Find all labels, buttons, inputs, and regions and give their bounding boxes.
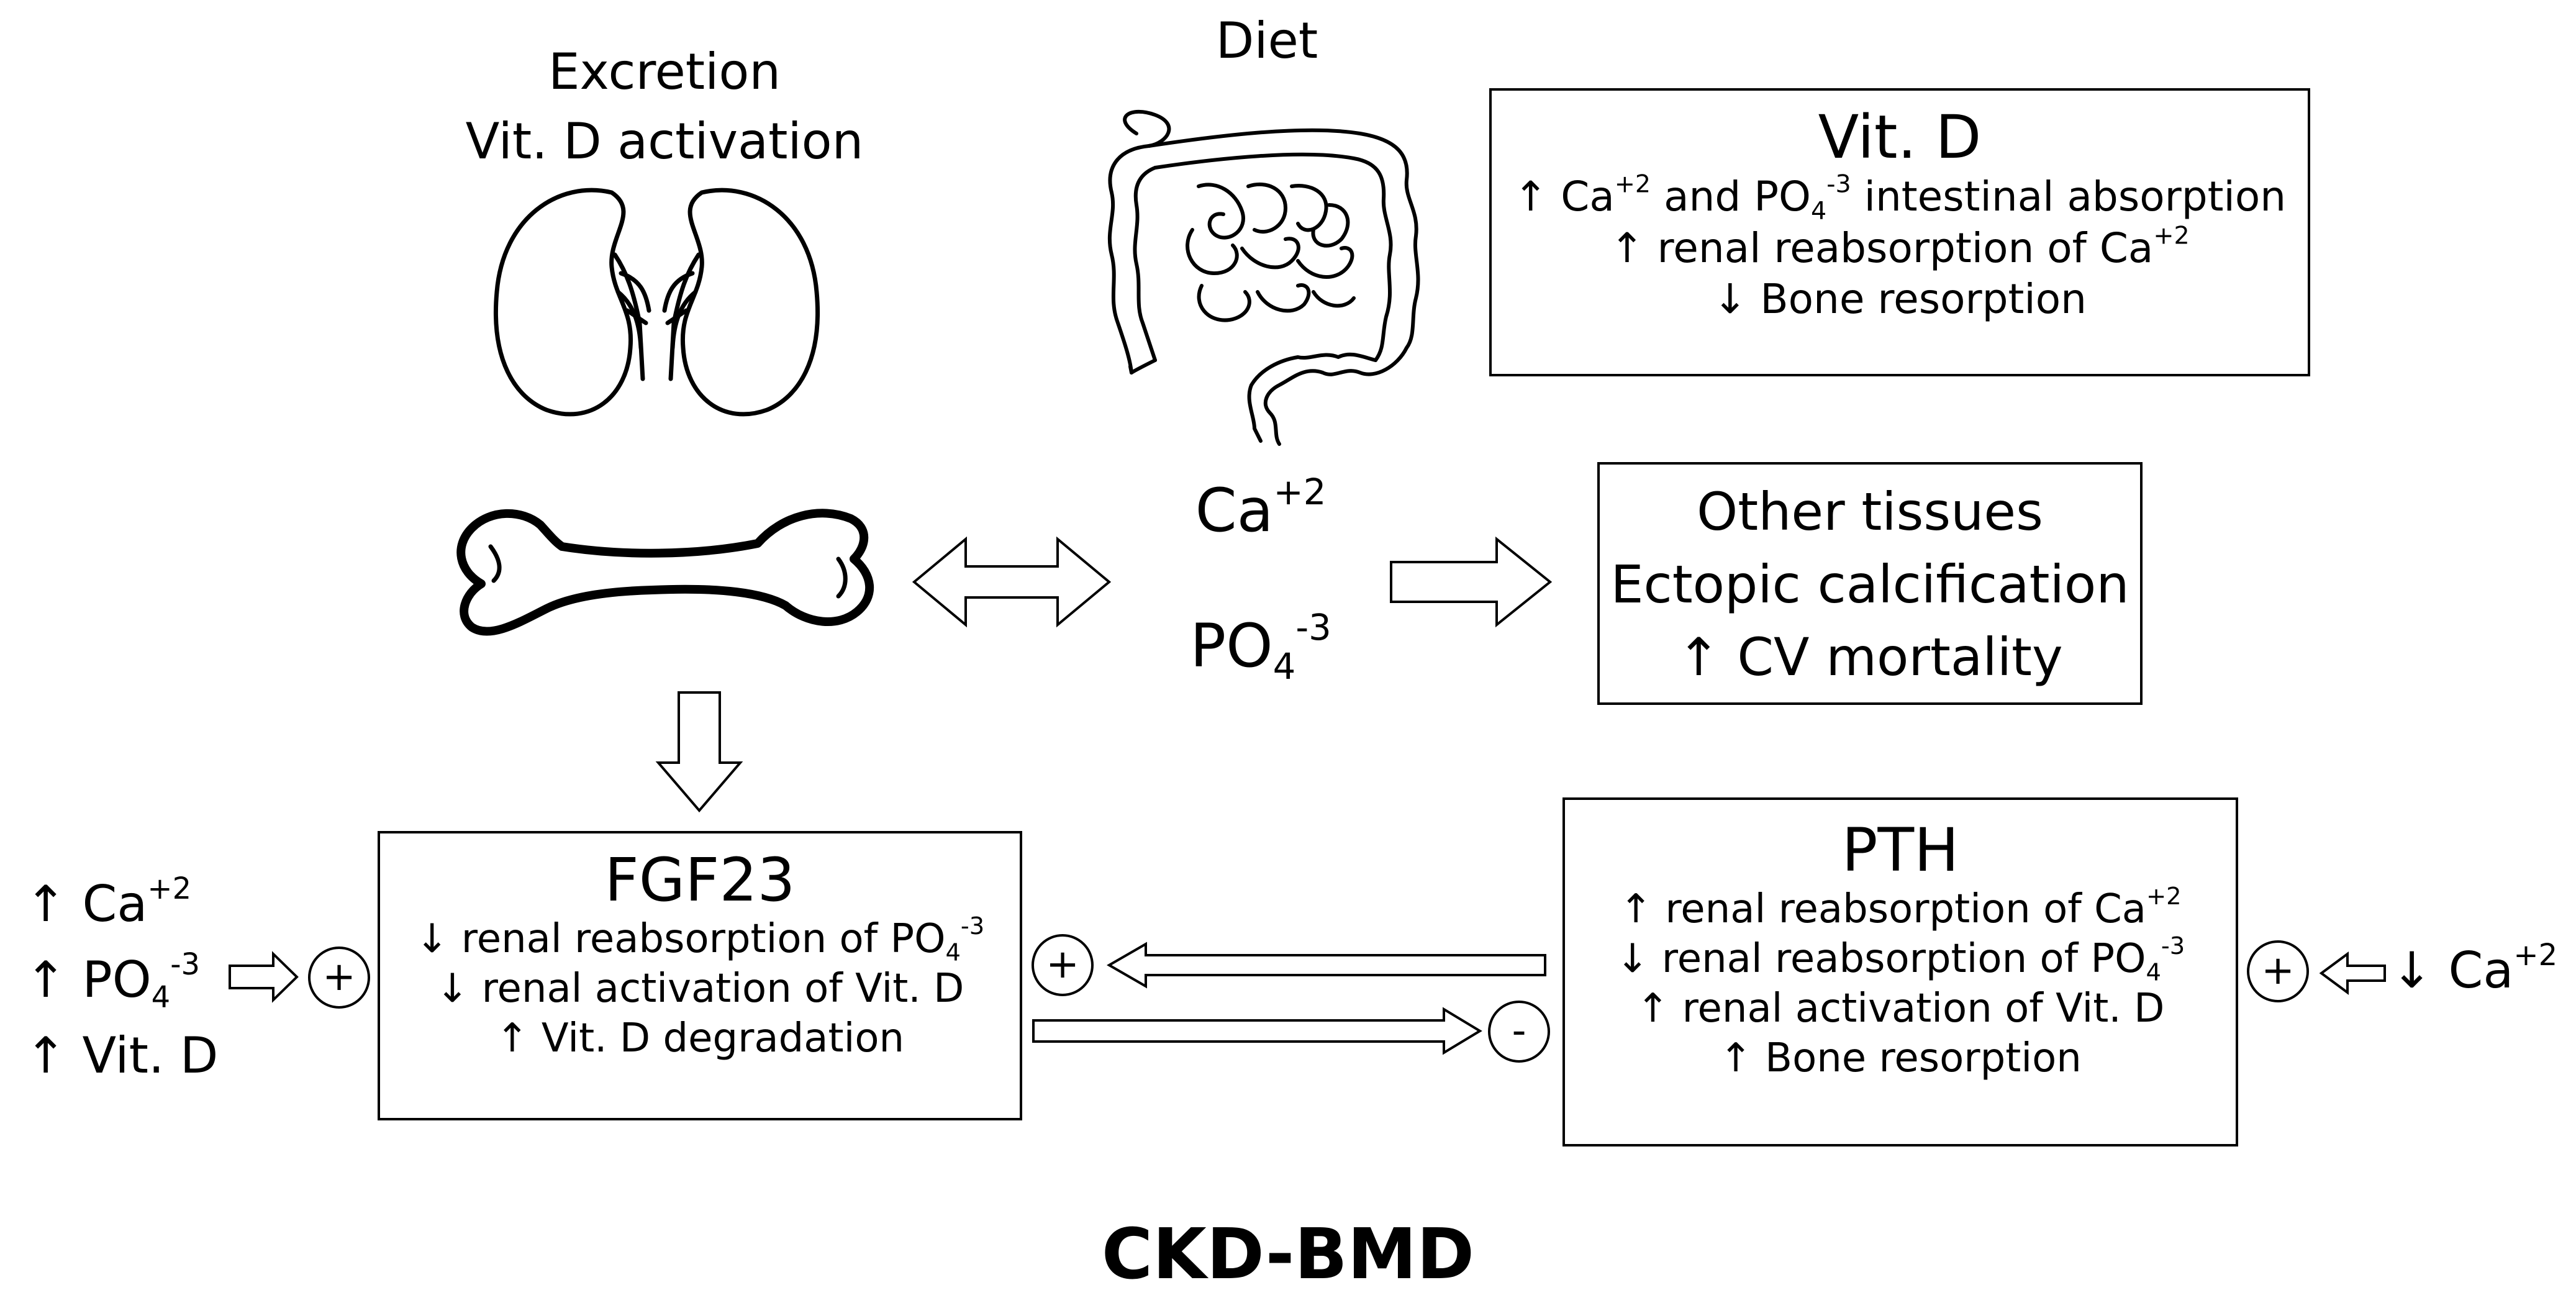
phosphate-label: PO4-3	[1190, 606, 1331, 688]
input-vitd: ↑ Vit. D	[25, 1027, 219, 1084]
vitd-line-2: ↑ renal reabsorption of Ca+2	[1610, 221, 2190, 272]
calcium-label: Ca+2	[1195, 471, 1327, 545]
kidney-label: Excretion Vit. D activation	[460, 37, 869, 176]
vitd-line-1: ↑ Ca+2 and PO4-3 intestinal absorption	[1513, 170, 2287, 226]
vitd-box: Vit. D ↑ Ca+2 and PO4-3 intestinal absor…	[1489, 88, 2310, 376]
tissues-line-2: Ectopic calcification	[1610, 554, 2129, 615]
left-inputs: ↑ Ca+2 ↑ PO4-3 ↑ Vit. D	[25, 866, 218, 1094]
tissues-line-3: ↑ CV mortality	[1677, 627, 2063, 688]
fgf23-line-3: ↑ Vit. D degradation	[495, 1015, 905, 1062]
bone-icon	[456, 509, 874, 636]
pth-line-1: ↑ renal reabsorption of Ca+2	[1619, 883, 2182, 933]
tissues-box: Other tissues Ectopic calcification ↑ CV…	[1597, 462, 2143, 705]
input-phosphate: ↑ PO4-3	[25, 947, 201, 1015]
pth-box: PTH ↑ renal reabsorption of Ca+2 ↓ renal…	[1562, 797, 2238, 1146]
fgf23-box: FGF23 ↓ renal reabsorption of PO4-3 ↓ re…	[378, 831, 1022, 1120]
bone-mineral-double-arrow	[912, 536, 1112, 628]
pth-line-3: ↑ renal activation of Vit. D	[1636, 986, 2165, 1032]
vitd-activation-label: Vit. D activation	[465, 112, 864, 170]
pth-to-fgf23-arrow	[1106, 942, 1546, 989]
plus-sign-fgf23: +	[1032, 934, 1094, 996]
fgf23-to-pth-arrow	[1032, 1007, 1482, 1055]
vitd-line-3: ↓ Bone resorption	[1713, 275, 2087, 324]
pth-line-2: ↓ renal reabsorption of PO4-3	[1615, 932, 2185, 987]
fgf23-line-2: ↓ renal activation of Vit. D	[435, 966, 964, 1012]
diagram-title: CKD-BMD	[1101, 1214, 1475, 1295]
right-input-to-pth-arrow	[2319, 951, 2386, 995]
excretion-label: Excretion	[548, 43, 781, 101]
vitd-title: Vit. D	[1818, 102, 1982, 172]
kidney-icon	[494, 188, 820, 417]
arrows	[229, 536, 2386, 1055]
fgf23-title: FGF23	[604, 845, 796, 915]
left-inputs-to-fgf23-arrow	[229, 951, 299, 1003]
fgf23-line-1: ↓ renal reabsorption of PO4-3	[415, 912, 985, 967]
minus-sign-pth: -	[1488, 1001, 1550, 1063]
plus-sign-right: +	[2247, 940, 2309, 1002]
pth-line-4: ↑ Bone resorption	[1719, 1035, 2082, 1082]
input-calcium: ↑ Ca+2	[25, 871, 192, 933]
pth-title: PTH	[1841, 815, 1959, 885]
diet-label: Diet	[1215, 12, 1318, 70]
intestine-icon	[1107, 109, 1420, 446]
plus-sign-left: +	[308, 947, 370, 1009]
right-input-calcium: ↓ Ca+2	[2391, 938, 2558, 999]
minerals-to-tissues-arrow	[1390, 536, 1553, 628]
tissues-line-1: Other tissues	[1697, 481, 2043, 542]
bone-to-fgf23-arrow	[655, 691, 743, 813]
